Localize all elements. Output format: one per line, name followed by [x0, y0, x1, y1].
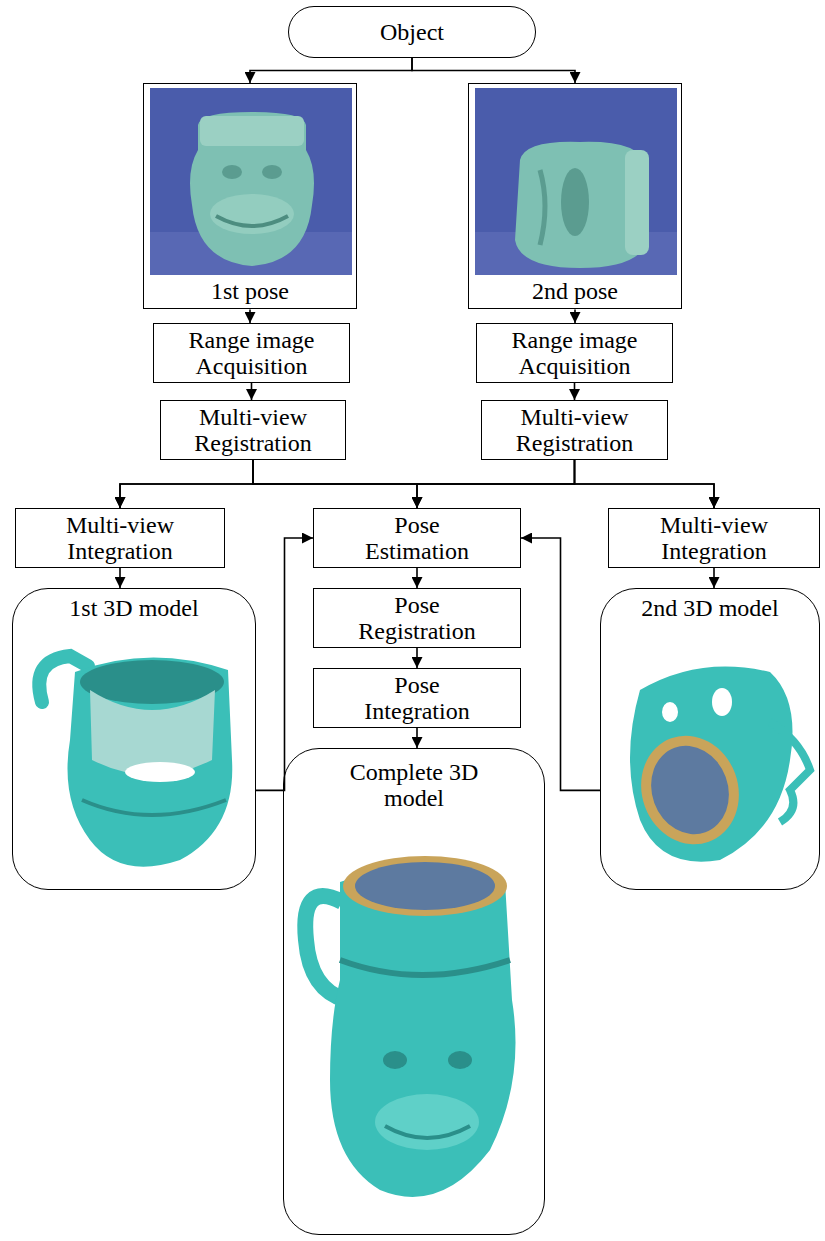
flow-arrow	[417, 460, 575, 508]
model-base-disk	[639, 735, 741, 846]
process-box: Range image Acquisition	[153, 323, 350, 383]
flow-arrow	[713, 568, 715, 588]
model-fragment	[770, 722, 810, 822]
process-box: Multi-view Registration	[481, 400, 668, 460]
flow-arrow	[574, 383, 576, 400]
node-label: 1st pose	[211, 278, 289, 304]
first-3d-model-render	[39, 656, 232, 867]
node-label: 2nd 3D model	[641, 595, 778, 621]
model-hole	[712, 688, 732, 716]
flow-arrow	[575, 460, 715, 508]
model-band	[340, 960, 510, 975]
pot-band	[200, 116, 304, 146]
model-mouth	[385, 1126, 470, 1138]
node-label: Range image Acquisition	[167, 327, 337, 380]
pot-eye	[262, 165, 282, 179]
node-label: Pose Estimation	[352, 512, 482, 565]
process-box: Pose Integration	[313, 668, 521, 728]
flow-arrow	[119, 568, 121, 588]
node-label: Range image Acquisition	[490, 327, 660, 380]
photo-ground	[150, 88, 352, 275]
flow-arrow	[521, 538, 600, 790]
flow-arrow	[256, 538, 313, 790]
process-box: Pose Estimation	[313, 508, 521, 568]
photo-box: 2nd pose	[468, 83, 682, 309]
model-eye	[448, 1051, 472, 1069]
model-hole	[662, 702, 678, 722]
model-body	[330, 867, 516, 1197]
node-label: Multi-view Registration	[173, 404, 333, 457]
model-top-disk	[355, 862, 495, 910]
pot-mouth	[216, 216, 288, 226]
model-snout	[375, 1094, 479, 1150]
node-label: Complete 3D model	[334, 759, 494, 812]
pot-band	[625, 150, 649, 255]
first-pose-photo	[150, 88, 352, 275]
flow-arrow	[416, 648, 418, 668]
model-band	[82, 800, 226, 815]
model-box: 1st 3D model	[12, 588, 256, 890]
process-box: Range image Acquisition	[476, 323, 673, 383]
flow-arrow	[249, 309, 251, 323]
node-label: 2nd pose	[532, 278, 618, 304]
model-body	[68, 657, 233, 866]
node-label: Multi-view Integration	[619, 512, 809, 565]
flow-arrow	[120, 460, 575, 508]
node-label: Pose Registration	[352, 592, 482, 645]
flow-arrow	[250, 58, 412, 83]
process-box: Pose Registration	[313, 588, 521, 648]
model-eye	[383, 1051, 407, 1069]
pot-snout	[210, 194, 294, 234]
model-top-disk	[343, 856, 507, 916]
photo-box: 1st pose	[143, 83, 357, 309]
pot-body	[190, 112, 314, 266]
process-box: Multi-view Integration	[15, 508, 225, 568]
node-label: Multi-view Registration	[495, 404, 655, 457]
model-hole	[125, 762, 195, 782]
node-label: 1st 3D model	[69, 595, 198, 621]
result-box: Complete 3D model	[283, 748, 545, 1235]
flow-arrow	[416, 568, 418, 588]
pot-snout	[561, 168, 589, 236]
start-terminal: Object	[288, 6, 536, 58]
model-base-disk	[626, 722, 754, 858]
second-pose-photo	[475, 88, 677, 275]
node-label: Object	[380, 19, 444, 45]
node-label: Multi-view Integration	[25, 512, 215, 565]
photo-ground	[475, 88, 677, 275]
model-box: 2nd 3D model	[600, 588, 820, 890]
pot-relief	[540, 170, 545, 245]
flow-arrow	[416, 728, 418, 748]
flow-arrow	[251, 383, 253, 400]
complete-3d-model-render	[305, 856, 515, 1197]
process-box: Multi-view Registration	[160, 400, 346, 460]
pot-body	[515, 142, 648, 268]
second-3d-model-render	[626, 666, 810, 861]
flow-arrow	[574, 309, 576, 323]
pot-eye	[222, 165, 242, 179]
process-box: Multi-view Integration	[608, 508, 820, 568]
flow-arrow	[412, 58, 575, 83]
node-label: Pose Integration	[352, 672, 482, 725]
